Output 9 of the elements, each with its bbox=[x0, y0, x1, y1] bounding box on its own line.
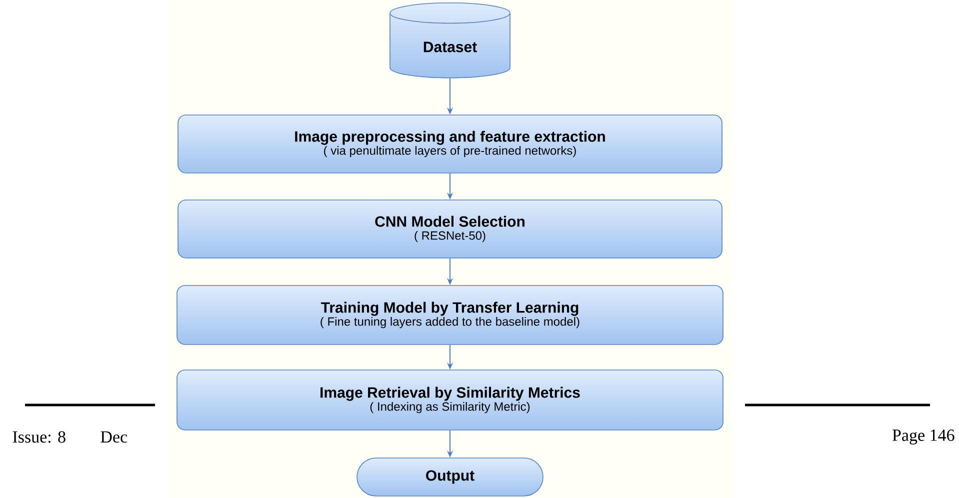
footer-text: Page 146 bbox=[892, 430, 954, 444]
process-box: Image Retrieval by Similarity Metrics ( Indexing as Similarity Metric) bbox=[176, 370, 724, 430]
process-box: CNN Model Selection ( RESNet-50) bbox=[178, 200, 722, 258]
database-cylinder: Dataset bbox=[390, 2, 510, 78]
process-box: Image preprocessing and feature extraction ( via penultimate layers of pre-trained networks) bbox=[178, 114, 722, 174]
footer-text: Dec bbox=[100, 431, 128, 443]
process-box: Training Model by Transfer Learning ( Fine tuning layers added to the baseline model) bbox=[176, 285, 724, 345]
terminal-box: Output bbox=[356, 458, 544, 496]
footer-text: Issue: 8 bbox=[12, 431, 66, 443]
